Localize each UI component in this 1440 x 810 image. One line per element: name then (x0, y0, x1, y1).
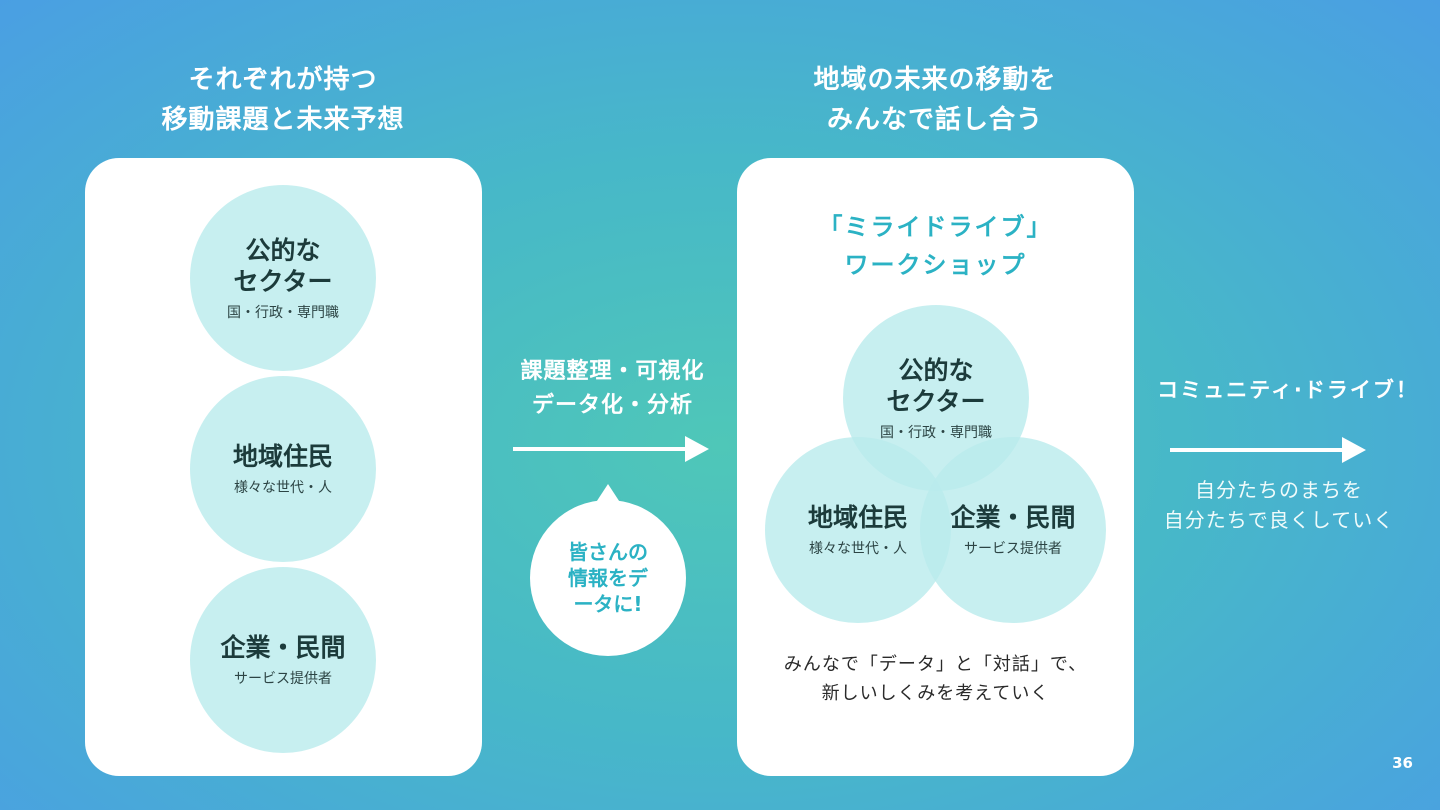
circle-title: 企業・民間 (950, 503, 1076, 532)
page-number: 36 (1392, 754, 1413, 772)
process-arrow (513, 436, 709, 462)
circle-subtitle: 様々な世代・人 (234, 480, 332, 496)
circle-title: 企業・民間 (220, 633, 346, 662)
venn-circle-private-sector: 企業・民間 サービス提供者 (920, 437, 1106, 623)
circle-subtitle: サービス提供者 (234, 671, 332, 687)
circle-public-sector: 公的な セクター 国・行政・専門職 (190, 185, 376, 371)
circle-subtitle: 国・行政・専門職 (227, 304, 339, 321)
workshop-description-line-2: 新しいしくみを考えていく (821, 683, 1050, 704)
circle-private-sector: 企業・民間 サービス提供者 (190, 567, 376, 753)
workshop-description-line-1: みんなで「データ」と「対話」で、 (783, 654, 1088, 675)
speech-bubble: 皆さんの 情報をデ ータに! (528, 484, 688, 656)
bubble-line-2: 情報をデ (568, 566, 648, 590)
workshop-heading: 地域の未来の移動を みんなで話し合う (736, 60, 1134, 140)
workshop-title-line-2: ワークショップ (844, 251, 1027, 279)
process-label-line-2: データ化・分析 (531, 393, 693, 418)
left-heading-line-2: 移動課題と未来予想 (161, 105, 405, 135)
workshop-heading-line-2: みんなで話し合う (826, 105, 1043, 135)
workshop-description: みんなで「データ」と「対話」で、 新しいしくみを考えていく (737, 650, 1134, 708)
workshop-title: 「ミライドライブ」 ワークショップ (737, 208, 1134, 284)
circle-title: 地域住民 (232, 442, 333, 471)
outcome-subtitle: 自分たちのまちを 自分たちで良くしていく (1148, 475, 1410, 535)
workshop-panel: 「ミライドライブ」 ワークショップ 公的な セクター 国・行政・専門職 地域住民… (737, 158, 1134, 776)
process-label-line-1: 課題整理・可視化 (520, 359, 705, 384)
bubble-line-1: 皆さんの (568, 540, 648, 564)
circle-subtitle: サービス提供者 (964, 541, 1062, 557)
workshop-heading-line-1: 地域の未来の移動を (813, 65, 1057, 95)
outcome-subtitle-line-1: 自分たちのまちを (1195, 478, 1363, 502)
left-heading-line-1: それぞれが持つ (188, 65, 378, 95)
outcome-subtitle-line-2: 自分たちで良くしていく (1163, 508, 1395, 532)
left-heading: それぞれが持つ 移動課題と未来予想 (84, 60, 482, 140)
circle-subtitle: 様々な世代・人 (809, 541, 907, 557)
circle-subtitle: 国・行政・専門職 (880, 424, 992, 441)
workshop-title-line-1: 「ミライドライブ」 (818, 213, 1053, 241)
circle-residents: 地域住民 様々な世代・人 (190, 376, 376, 562)
stakeholders-panel: 公的な セクター 国・行政・専門職 地域住民 様々な世代・人 企業・民間 サービ… (85, 158, 482, 776)
circle-title: 公的な セクター (886, 355, 986, 416)
circle-title: 公的な セクター (233, 235, 333, 296)
process-label: 課題整理・可視化 データ化・分析 (505, 355, 720, 423)
circle-title: 地域住民 (807, 503, 908, 532)
outcome-title: コミュニティ·ドライブ！ (1157, 378, 1419, 402)
outcome-arrow (1170, 437, 1366, 463)
bubble-line-3: ータに! (573, 592, 643, 616)
